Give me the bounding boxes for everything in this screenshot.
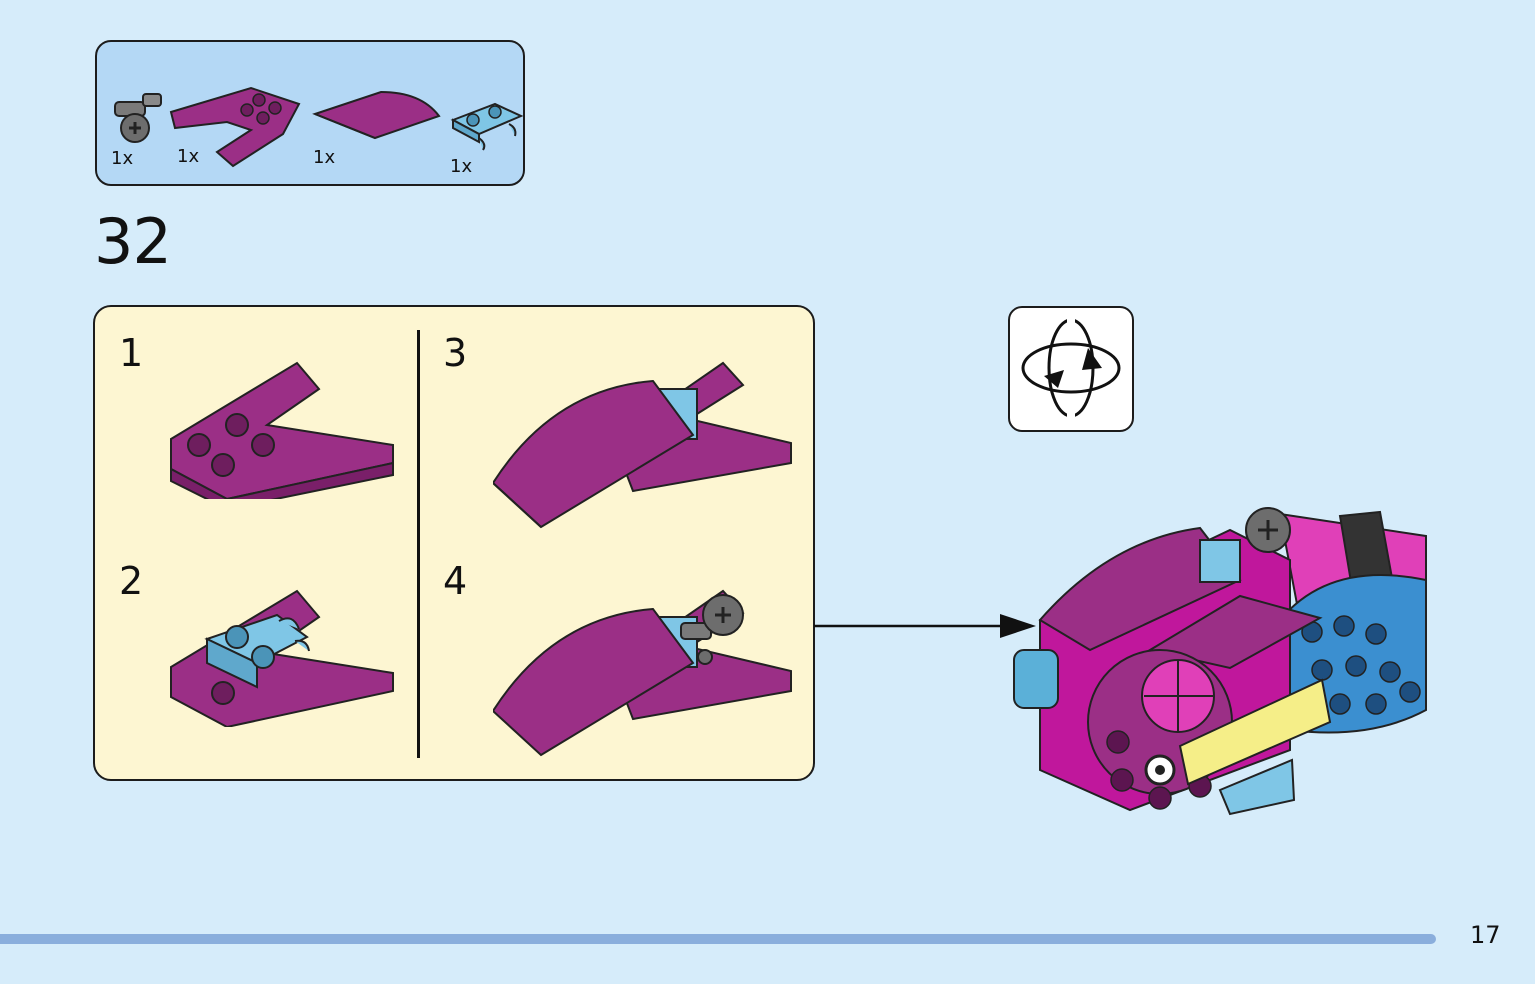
step-number: 32 <box>94 205 172 278</box>
substep-3-slope-illustration <box>493 361 792 529</box>
page-number: 17 <box>1470 921 1501 949</box>
substep-4-slope-with-axle-illustration <box>493 589 792 757</box>
part-quantity: 1x <box>177 146 200 167</box>
curved-slope-part-icon <box>312 90 441 140</box>
subassembly-callout: 1 2 3 4 <box>93 305 815 781</box>
substep-divider <box>417 330 420 758</box>
footer-progress-bar <box>0 934 1436 944</box>
model-assembly-illustration <box>1013 507 1427 816</box>
part-quantity: 1x <box>111 148 134 169</box>
substep-2-wedge-with-clip-illustration <box>170 589 394 727</box>
axle-connector-part-icon <box>114 93 162 143</box>
placement-arrow <box>814 614 1036 638</box>
substep-number: 3 <box>443 331 468 375</box>
part-quantity: 1x <box>450 156 473 177</box>
substep-1-wedge-illustration <box>170 361 394 499</box>
clip-plate-part-icon <box>450 102 524 151</box>
part-quantity: 1x <box>313 147 336 168</box>
wedge-plate-part-icon <box>169 86 301 168</box>
substep-number: 1 <box>119 331 144 375</box>
substep-number: 2 <box>119 559 144 603</box>
substep-number: 4 <box>443 559 468 603</box>
parts-list-callout: 1x 1x 1x 1x <box>95 40 525 186</box>
rotate-model-icon <box>1008 306 1134 432</box>
